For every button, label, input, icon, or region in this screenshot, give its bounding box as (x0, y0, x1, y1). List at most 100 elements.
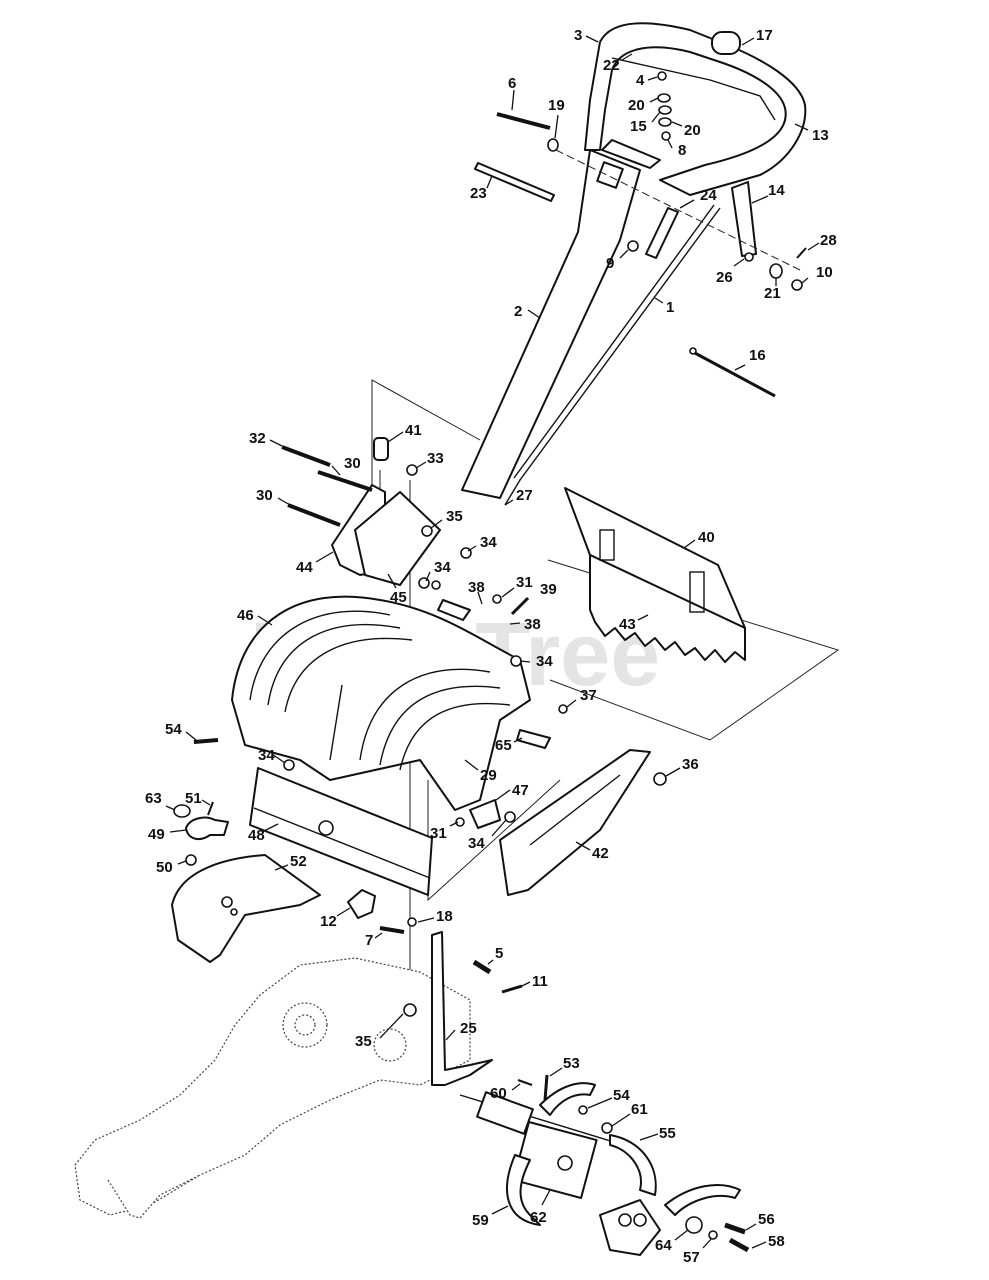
leader-50 (177, 860, 187, 865)
side-plate (499, 749, 651, 896)
depth-stake-25 (431, 931, 493, 1086)
nut-9 (627, 240, 639, 252)
pin-7 (379, 926, 405, 934)
leader-28 (807, 242, 820, 251)
callout-33: 33 (427, 450, 444, 467)
guide-handle (555, 149, 801, 271)
callout-28: 28 (820, 232, 837, 249)
callout-24: 24 (700, 187, 717, 204)
flap-spring (318, 820, 334, 836)
callout-46: 46 (237, 607, 254, 624)
leader-37 (566, 699, 577, 708)
callout-5: 5 (495, 945, 503, 962)
leader-34e (491, 819, 507, 837)
bolt-39 (510, 596, 530, 616)
leader-42 (575, 841, 591, 851)
leader-35b (379, 1013, 404, 1039)
handle-bracket-plate (601, 139, 661, 169)
callout-6: 6 (508, 75, 516, 92)
bolt-30a (317, 470, 373, 492)
callout-32: 32 (249, 430, 266, 447)
leader-7 (374, 932, 383, 939)
bolt-5 (472, 959, 492, 975)
callout-44: 44 (296, 559, 313, 576)
leader-52 (274, 864, 289, 871)
leader-22 (621, 53, 633, 61)
bolt-56 (724, 1222, 746, 1235)
cover-hole-1 (221, 896, 233, 908)
callout-20b: 20 (684, 122, 701, 139)
callout-21: 21 (764, 285, 781, 302)
callout-26: 26 (716, 269, 733, 286)
leader-49 (169, 829, 187, 833)
spacer-41 (373, 437, 389, 461)
callout-56: 56 (758, 1211, 775, 1228)
callouts: 1 2 3 4 5 6 7 8 9 10 11 12 13 (145, 27, 837, 1266)
callout-41: 41 (405, 422, 422, 439)
leader-12 (336, 907, 351, 917)
leader-15 (651, 111, 661, 123)
nut-35b (403, 1003, 417, 1017)
leader-60 (511, 1083, 521, 1091)
leader-23 (486, 175, 493, 189)
leader-43 (637, 614, 649, 621)
leader-34d (271, 753, 286, 764)
leader-38b (509, 622, 521, 625)
plate-65 (516, 729, 551, 749)
leader-53 (549, 1067, 563, 1077)
nut-34b (418, 577, 430, 589)
spacer-26 (744, 252, 754, 262)
knob-63 (173, 804, 191, 818)
housing-hub-inner (294, 1014, 316, 1036)
cover-assembly (171, 801, 321, 963)
pin-60 (517, 1079, 533, 1086)
shift-rod (504, 207, 721, 506)
side-plate-42 (455, 749, 667, 896)
bolt-33 (406, 464, 418, 476)
lever-bracket (731, 181, 757, 257)
leader-14 (751, 195, 769, 204)
leader-19 (554, 114, 559, 139)
leader-2 (527, 309, 541, 319)
leader-34a (467, 545, 477, 552)
callout-40: 40 (698, 529, 715, 546)
callout-53: 53 (563, 1055, 580, 1072)
bolt-30b (287, 503, 341, 527)
pin-11 (501, 984, 523, 994)
nut-36 (653, 772, 667, 786)
bolt-4 (657, 71, 667, 81)
nut-54b (578, 1105, 588, 1115)
bolt-58 (728, 1237, 750, 1253)
leader-11 (521, 981, 531, 987)
shield-rib-6 (399, 702, 511, 771)
callout-20a: 20 (628, 97, 645, 114)
callout-34a: 34 (480, 534, 497, 551)
leader-58 (751, 1241, 767, 1249)
drag-bar (564, 487, 746, 663)
callout-38b: 38 (524, 616, 541, 633)
stud-38 (437, 599, 471, 621)
tine-53-blade (539, 1082, 596, 1116)
leader-62 (541, 1189, 551, 1206)
tine-shield (193, 580, 568, 811)
leader-16 (734, 364, 746, 371)
bolt-53 (543, 1074, 549, 1101)
leader-59 (491, 1205, 509, 1215)
tine-55 (609, 1134, 657, 1196)
leader-65 (513, 737, 523, 743)
leader-45 (387, 573, 397, 589)
leader-20b (671, 121, 683, 127)
tine-blade-right (664, 1184, 741, 1216)
callout-47: 47 (512, 782, 529, 799)
drag-bar-teeth-43 (589, 554, 746, 663)
leader-46 (257, 615, 273, 626)
bolt-31a (492, 594, 502, 604)
washer-57b (708, 1230, 718, 1240)
callout-65: 65 (495, 737, 512, 754)
guide-frame-lower (427, 779, 561, 902)
callout-57: 57 (683, 1249, 700, 1266)
leader-63 (165, 805, 176, 811)
tine-shaft (476, 1091, 534, 1135)
housing-bottom (107, 1174, 201, 1219)
callout-34d: 34 (258, 747, 275, 764)
